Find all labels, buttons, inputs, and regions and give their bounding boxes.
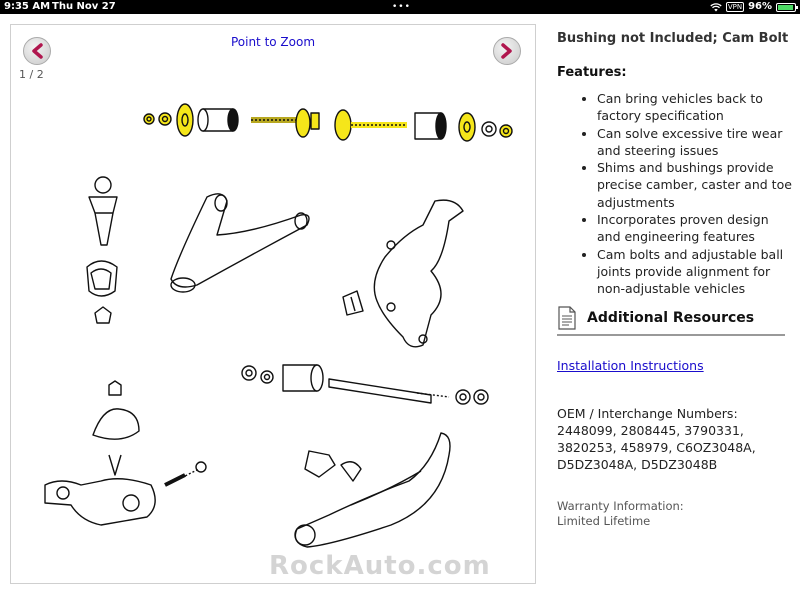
status-time: 9:35 AM	[4, 1, 51, 12]
lower-bushing-assembly	[241, 364, 489, 405]
product-title: Bushing not Included; Cam Bolt	[557, 31, 789, 46]
previous-image-button[interactable]	[23, 37, 51, 65]
oem-label: OEM / Interchange Numbers:	[557, 405, 738, 421]
chevron-left-icon	[32, 43, 43, 59]
image-viewer[interactable]: Point to Zoom 1 / 2	[10, 24, 536, 584]
battery-percent: 96%	[748, 1, 772, 12]
oem-interchange-section: OEM / Interchange Numbers: 2448099, 2808…	[557, 405, 795, 473]
status-right-group: VPN 96%	[710, 0, 798, 14]
wifi-icon	[710, 2, 722, 11]
lower-control-arm	[294, 432, 451, 548]
warranty-value: Limited Lifetime	[557, 513, 651, 528]
feature-item: Cam bolts and adjustable ball joints pro…	[597, 246, 795, 298]
multitasking-dots-icon[interactable]: •••	[392, 2, 411, 12]
upper-cam-bolt-assembly-left	[143, 103, 320, 138]
point-to-zoom-label: Point to Zoom	[230, 35, 316, 49]
battery-nub	[796, 5, 798, 9]
status-date: Thu Nov 27	[52, 1, 116, 12]
additional-resources-header: Additional Resources	[557, 305, 785, 336]
features-heading: Features:	[557, 65, 627, 80]
warranty-label: Warranty Information:	[557, 498, 684, 513]
warranty-section: Warranty Information: Limited Lifetime	[557, 499, 795, 529]
installation-instructions-link[interactable]: Installation Instructions	[557, 357, 704, 373]
chevron-right-icon	[501, 43, 512, 59]
rockauto-watermark: RockAuto.com	[269, 551, 491, 581]
product-info-panel: Bushing not Included; Cam Bolt Features:…	[557, 30, 795, 529]
next-image-button[interactable]	[493, 37, 521, 65]
status-bar: 9:35 AM Thu Nov 27 ••• VPN 96%	[0, 0, 800, 14]
upper-ball-joint	[86, 176, 118, 324]
document-icon	[558, 305, 576, 330]
additional-resources-heading: Additional Resources	[587, 309, 755, 326]
oem-numbers: 2448099, 2808445, 3790331, 3820253, 4589…	[557, 422, 756, 472]
image-page-counter: 1 / 2	[19, 68, 44, 81]
battery-icon	[776, 2, 798, 12]
vpn-badge: VPN	[725, 2, 745, 12]
parts-exploded-diagram[interactable]	[11, 85, 535, 555]
battery-fill	[778, 4, 794, 10]
features-list: Can bring vehicles back to factory speci…	[557, 90, 795, 298]
feature-item: Can solve excessive tire wear and steeri…	[597, 125, 795, 160]
lower-ball-joint	[44, 380, 207, 526]
upper-cam-bolt-assembly-right	[334, 109, 513, 142]
feature-item: Shims and bushings provide precise cambe…	[597, 159, 795, 211]
feature-item: Can bring vehicles back to factory speci…	[597, 90, 795, 125]
upper-control-arm	[170, 193, 310, 293]
feature-item: Incorporates proven design and engineeri…	[597, 211, 795, 246]
steering-knuckle	[342, 199, 464, 348]
